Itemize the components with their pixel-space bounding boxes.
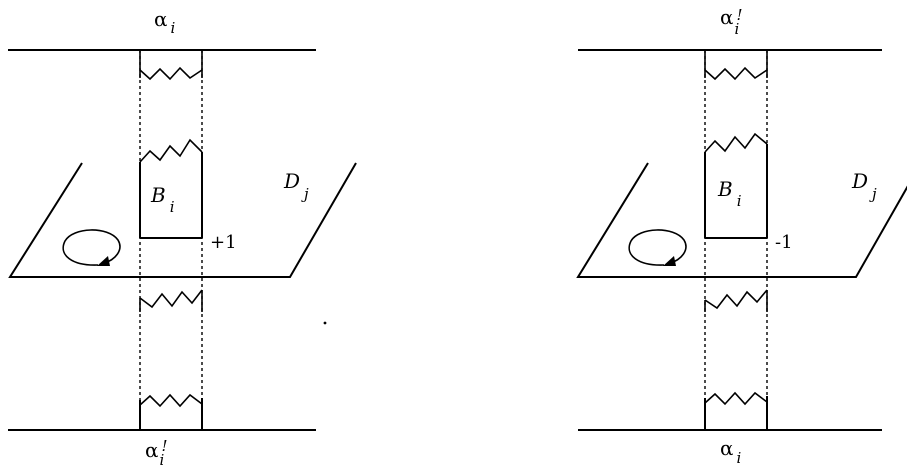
- right-sign-label: -1: [775, 232, 793, 253]
- left-rotation-arrow-icon: [62, 229, 121, 266]
- right-disk-outline: [576, 162, 907, 278]
- right-band-top-piece: [704, 50, 768, 81]
- left-band-middle-piece: [139, 138, 203, 239]
- left-stray-dot: [323, 321, 327, 325]
- left-bottom-label: α!i: [145, 437, 168, 469]
- left-band-lower-piece: [139, 289, 203, 312]
- right-band-lower-piece: [704, 289, 768, 312]
- right-disk-label: Dj: [851, 169, 877, 203]
- left-disk-outline: [8, 162, 357, 278]
- right-top-label: α!i: [720, 5, 743, 38]
- right-band-bottom-piece: [704, 391, 768, 430]
- left-disk-label: Dj: [283, 169, 309, 203]
- left-band-bottom-piece: [139, 393, 203, 430]
- left-sign-label: +1: [210, 232, 237, 253]
- right-rotation-arrow-icon: [628, 229, 687, 266]
- right-band-middle-piece: [704, 132, 768, 239]
- left-band-top-piece: [139, 50, 203, 81]
